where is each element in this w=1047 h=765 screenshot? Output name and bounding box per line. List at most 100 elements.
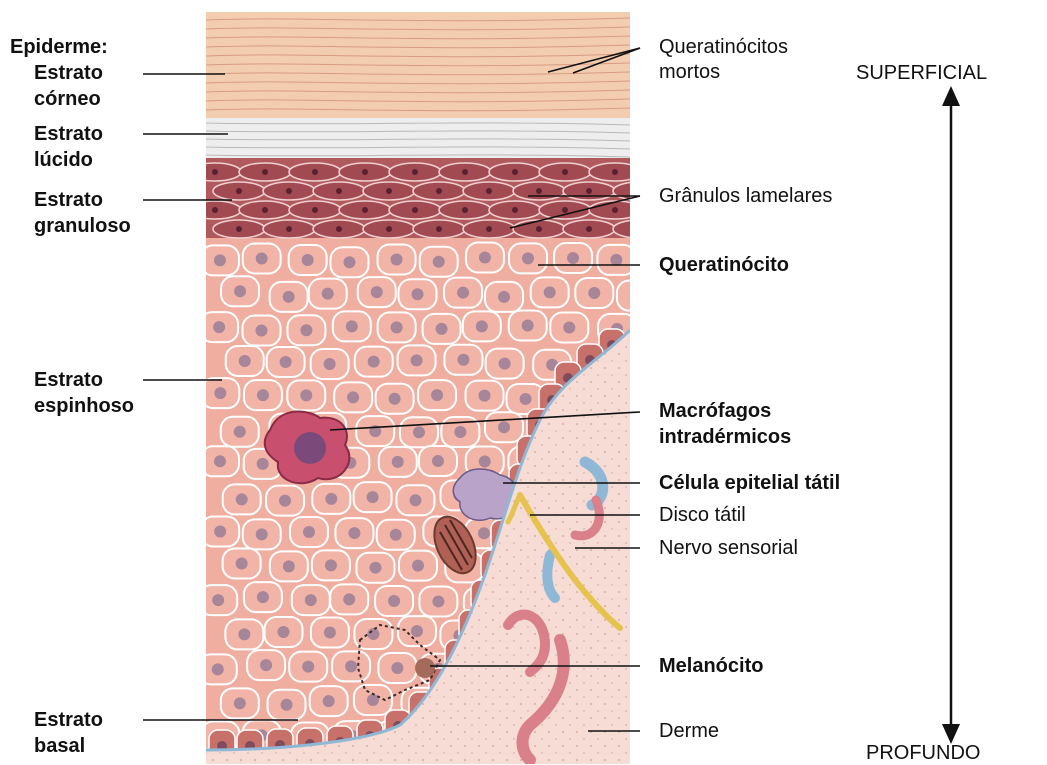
granulosum-nucleus — [236, 188, 242, 194]
granulosum-nucleus — [286, 188, 292, 194]
spinosum-nucleus — [212, 663, 224, 675]
spinosum-nucleus — [324, 627, 336, 639]
label-stratum-spinosum-line2: espinhoso — [34, 395, 134, 418]
spinosum-nucleus — [391, 662, 403, 674]
label-stratum-lucidum-line2: lúcido — [34, 149, 93, 172]
granulosum-nucleus — [562, 169, 568, 175]
spinosum-nucleus — [567, 252, 579, 264]
spinosum-nucleus — [413, 426, 425, 438]
label-stratum-granulosum-line2: granuloso — [34, 215, 131, 238]
spinosum-nucleus — [368, 356, 380, 368]
spinosum-nucleus — [343, 593, 355, 605]
granulosum-nucleus — [512, 169, 518, 175]
spinosum-nucleus — [371, 286, 383, 298]
label-dead-keratinocytes-line1: Queratinócitos — [659, 36, 788, 59]
spinosum-nucleus — [347, 391, 359, 403]
granulosum-nucleus — [486, 226, 492, 232]
granulosum-nucleus — [536, 188, 542, 194]
label-stratum-corneum-line1: Estrato — [34, 62, 103, 85]
spinosum-nucleus — [498, 421, 510, 433]
spinosum-nucleus — [367, 491, 379, 503]
spinosum-nucleus — [431, 389, 443, 401]
spinosum-nucleus — [300, 389, 312, 401]
granulosum-nucleus — [362, 169, 368, 175]
spinosum-nucleus — [370, 562, 382, 574]
spinosum-nucleus — [476, 320, 488, 332]
spinosum-nucleus — [343, 256, 355, 268]
spinosum-nucleus — [214, 526, 226, 538]
spinosum-nucleus — [631, 625, 643, 637]
spinosum-nucleus — [234, 426, 246, 438]
spinosum-nucleus — [303, 526, 315, 538]
label-melanocyte: Melanócito — [659, 655, 763, 678]
axis-arrow-down-icon — [942, 724, 960, 744]
granulosum-nucleus — [636, 188, 642, 194]
label-dead-keratinocytes-line2: mortos — [659, 61, 720, 84]
spinosum-nucleus — [411, 354, 423, 366]
spinosum-nucleus — [454, 426, 466, 438]
granulosum-nucleus — [362, 207, 368, 213]
spinosum-nucleus — [255, 325, 267, 337]
spinosum-nucleus — [345, 660, 357, 672]
spinosum-nucleus — [214, 254, 226, 266]
spinosum-nucleus — [212, 594, 224, 606]
granulosum-nucleus — [412, 169, 418, 175]
spinosum-nucleus — [588, 287, 600, 299]
spinosum-nucleus — [432, 595, 444, 607]
spinosum-nucleus — [234, 697, 246, 709]
spinosum-nucleus — [411, 625, 423, 637]
label-macrophages-line2: intradérmicos — [659, 426, 791, 449]
granulosum-nucleus — [262, 169, 268, 175]
spinosum-nucleus — [257, 389, 269, 401]
epidermis-title: Epiderme: — [10, 36, 108, 59]
spinosum-nucleus — [610, 254, 622, 266]
spinosum-nucleus — [300, 324, 312, 336]
granulosum-nucleus — [386, 226, 392, 232]
spinosum-nucleus — [256, 252, 268, 264]
spinosum-nucleus — [563, 321, 575, 333]
granulosum-nucleus — [586, 188, 592, 194]
granulosum-nucleus — [536, 226, 542, 232]
label-tactile-disc: Disco tátil — [659, 504, 746, 527]
spinosum-nucleus — [479, 456, 491, 468]
granulosum-nucleus — [612, 169, 618, 175]
axis-label-superficial: SUPERFICIAL — [856, 62, 987, 85]
spinosum-nucleus — [630, 290, 642, 302]
spinosum-nucleus — [544, 286, 556, 298]
spinosum-nucleus — [346, 320, 358, 332]
spinosum-nucleus — [367, 694, 379, 706]
spinosum-nucleus — [257, 591, 269, 603]
spinosum-nucleus — [367, 628, 379, 640]
spinosum-nucleus — [256, 528, 268, 540]
granulosum-nucleus — [436, 188, 442, 194]
granulosum-nucleus — [212, 169, 218, 175]
spinosum-nucleus — [238, 628, 250, 640]
spinosum-nucleus — [234, 285, 246, 297]
spinosum-nucleus — [279, 495, 291, 507]
granulosum-nucleus — [312, 207, 318, 213]
spinosum-nucleus — [633, 357, 645, 369]
granulosum-nucleus — [286, 226, 292, 232]
spinosum-nucleus — [391, 321, 403, 333]
spinosum-nucleus — [325, 559, 337, 571]
spinosum-nucleus — [305, 594, 317, 606]
spinosum-nucleus — [325, 493, 337, 505]
spinosum-nucleus — [214, 387, 226, 399]
label-dermis: Derme — [659, 720, 719, 743]
spinosum-nucleus — [634, 422, 646, 434]
spinosum-nucleus — [213, 321, 225, 333]
spinosum-nucleus — [479, 251, 491, 263]
granulosum-cell — [613, 182, 665, 200]
spinosum-nucleus — [322, 288, 334, 300]
granulosum-nucleus — [336, 188, 342, 194]
spinosum-nucleus — [389, 393, 401, 405]
spinosum-nucleus — [436, 323, 448, 335]
granulosum-nucleus — [436, 226, 442, 232]
granulosum-nucleus — [312, 169, 318, 175]
label-stratum-spinosum-line1: Estrato — [34, 369, 103, 392]
granulosum-nucleus — [612, 207, 618, 213]
spinosum-nucleus — [631, 695, 643, 707]
spinosum-nucleus — [412, 560, 424, 572]
granulosum-nucleus — [486, 188, 492, 194]
